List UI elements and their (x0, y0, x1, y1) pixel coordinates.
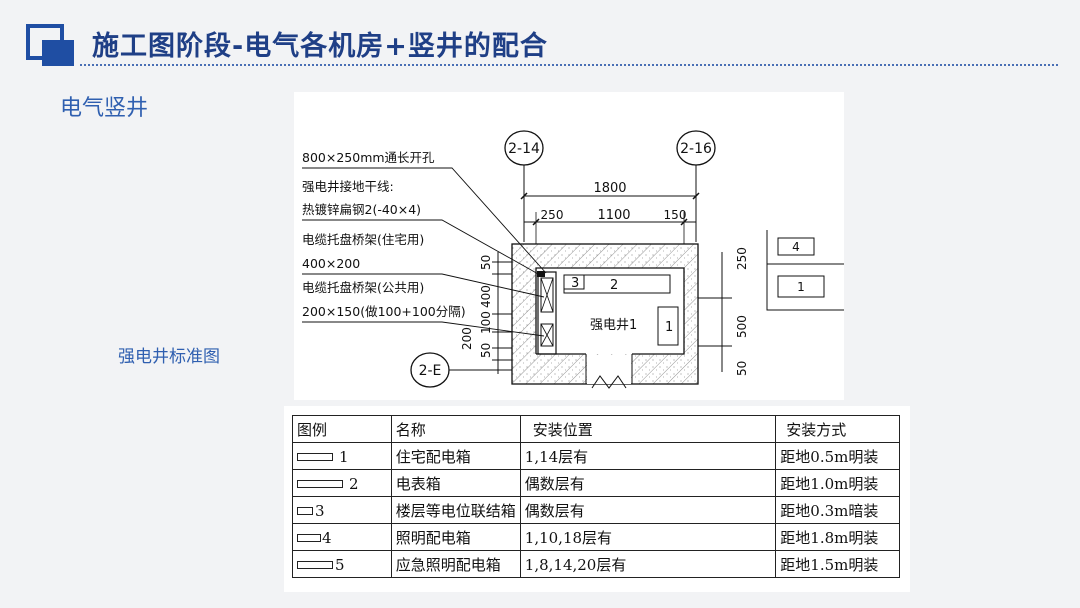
header-position: 安装位置 (519, 415, 777, 443)
box-symbol-icon (297, 452, 333, 461)
table-row: 1 住宅配电箱 1,14层有 距地0.5m明装 (292, 442, 900, 470)
legend-table: 图例 名称 安装位置 安装方式 1 住宅配电箱 1,14层有 距地0.5m明装 … (292, 415, 900, 578)
box-label-1: 1 (665, 320, 673, 335)
header-name: 名称 (390, 415, 521, 443)
note-tray-public-size: 200×150(做100+100分隔) (302, 304, 466, 319)
note-grounding-title: 强电井接地干线: (302, 179, 394, 194)
method-cell: 距地1.0m明装 (775, 469, 900, 497)
method-cell: 距地1.8m明装 (775, 523, 900, 551)
name-cell: 住宅配电箱 (390, 442, 521, 470)
table-header-row: 图例 名称 安装位置 安装方式 (292, 415, 900, 443)
dim-1800: 1800 (593, 181, 626, 196)
table-row: 4 照明配电箱 1,10,18层有 距地1.8m明装 (292, 523, 900, 551)
box-symbol-icon (297, 533, 321, 542)
box-symbol-icon (297, 506, 313, 515)
table-row: 3 楼层等电位联结箱 偶数层有 距地0.3m暗装 (292, 496, 900, 524)
name-cell: 应急照明配电箱 (390, 550, 521, 578)
svg-text:2-14: 2-14 (508, 141, 540, 157)
section-subtitle: 电气竖井 (60, 96, 149, 121)
axis-2-14: 2-14 (504, 130, 544, 242)
axis-2-16: 2-16 (676, 130, 716, 242)
box-label-2: 2 (610, 278, 618, 293)
position-cell: 1,14层有 (519, 442, 777, 470)
dim-250: 250 (541, 208, 564, 222)
header-method: 安装方式 (775, 415, 900, 443)
title-divider (80, 64, 1058, 66)
room-label: 强电井1 (590, 318, 637, 333)
dim-1100: 1100 (597, 208, 630, 223)
side-box-1: 1 (797, 280, 805, 294)
shaft-plan-drawing: 3 2 1 强电井1 2-14 2-16 2-E (294, 92, 844, 400)
symbol-cell: 5 (297, 556, 345, 574)
symbol-cell: 2 (297, 475, 359, 493)
table-row: 2 电表箱 偶数层有 距地1.0m明装 (292, 469, 900, 497)
dim-left-200: 200 (460, 327, 474, 350)
svg-text:2-E: 2-E (419, 363, 442, 379)
position-cell: 1,8,14,20层有 (519, 550, 777, 578)
side-box-4: 4 (792, 240, 800, 254)
symbol-cell: 4 (297, 529, 332, 547)
legend-table-panel: 图例 名称 安装位置 安装方式 1 住宅配电箱 1,14层有 距地0.5m明装 … (284, 406, 910, 592)
symbol-cell: 1 (297, 448, 349, 466)
method-cell: 距地0.3m暗装 (775, 496, 900, 524)
dim-right-500: 500 (735, 315, 749, 338)
dim-left-400: 400 (479, 285, 493, 308)
dim-right-50: 50 (735, 361, 749, 376)
note-tray-public: 电缆托盘桥架(公共用) (302, 280, 424, 295)
box-symbol-icon (297, 560, 333, 569)
dim-right-250: 250 (735, 247, 749, 270)
dim-150: 150 (664, 208, 687, 222)
name-cell: 楼层等电位联结箱 (390, 496, 521, 524)
note-tray-residential: 电缆托盘桥架(住宅用) (302, 232, 424, 247)
note-opening: 800×250mm通长开孔 (302, 150, 435, 165)
position-cell: 偶数层有 (519, 469, 777, 497)
dim-left-50: 50 (479, 255, 493, 270)
page-title: 施工图阶段-电气各机房+竖井的配合 (92, 31, 548, 62)
note-grounding-spec: 热镀锌扁钢2(-40×4) (302, 202, 421, 217)
note-tray-residential-size: 400×200 (302, 256, 360, 271)
svg-text:2-16: 2-16 (680, 141, 712, 157)
dim-left-50b: 50 (479, 343, 493, 358)
name-cell: 照明配电箱 (390, 523, 521, 551)
box-symbol-icon (297, 479, 343, 488)
position-cell: 偶数层有 (519, 496, 777, 524)
logo-icon (26, 24, 74, 66)
symbol-cell: 3 (297, 502, 325, 520)
figure-caption: 强电井标准图 (118, 347, 220, 367)
name-cell: 电表箱 (390, 469, 521, 497)
method-cell: 距地0.5m明装 (775, 442, 900, 470)
header-symbol: 图例 (292, 415, 392, 443)
method-cell: 距地1.5m明装 (775, 550, 900, 578)
position-cell: 1,10,18层有 (519, 523, 777, 551)
box-label-3: 3 (571, 276, 579, 291)
dim-left-100: 100 (479, 311, 493, 334)
axis-2-e: 2-E (410, 352, 512, 388)
table-row: 5 应急照明配电箱 1,8,14,20层有 距地1.5m明装 (292, 550, 900, 578)
